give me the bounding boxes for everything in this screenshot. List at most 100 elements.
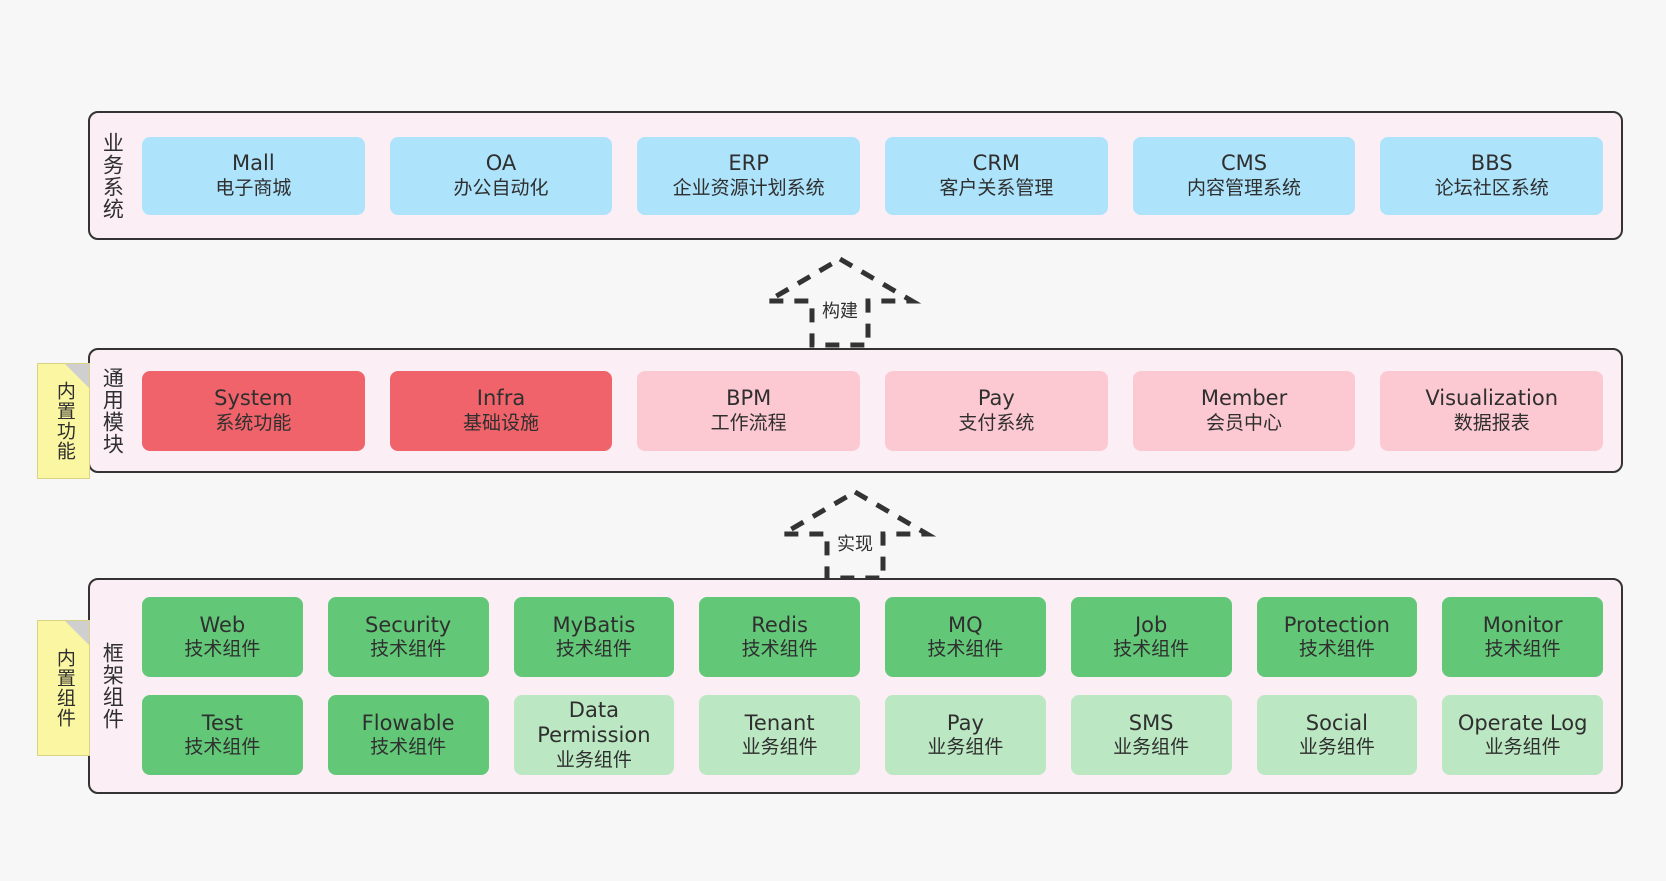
generalization-arrow-build: 构建	[758, 255, 922, 348]
node-label-cn: 系统功能	[215, 411, 292, 434]
sticky-note-builtin-function[interactable]: 内置功能	[37, 363, 90, 479]
node-label-cn: 办公自动化	[453, 176, 549, 199]
node-label-cn: 业务组件	[555, 749, 632, 772]
node-label-en: ERP	[728, 151, 769, 176]
node-row: System 系统功能 Infra 基础设施 BPM 工作流程 Pay 支付系统…	[142, 370, 1604, 451]
node-row: Web 技术组件 Security 技术组件 MyBatis 技术组件 Redi…	[142, 597, 1603, 677]
layer-body-business-systems: Mall 电子商城 OA 办公自动化 ERP 企业资源计划系统 CRM 客户关系…	[134, 113, 1621, 238]
node-row: Test 技术组件 Flowable 技术组件 Data Permission …	[142, 695, 1603, 775]
sticky-note-builtin-component[interactable]: 内置组件	[37, 620, 90, 756]
node-label-en: BBS	[1470, 151, 1513, 176]
node-label-cn: 技术组件	[184, 638, 261, 661]
node-pay-component[interactable]: Pay 业务组件	[885, 695, 1046, 775]
node-label-en: Data Permission	[537, 697, 651, 748]
layer-body-framework-components: Web 技术组件 Security 技术组件 MyBatis 技术组件 Redi…	[134, 580, 1621, 792]
node-label-cn: 技术组件	[184, 736, 261, 759]
node-label-cn: 技术组件	[741, 638, 818, 661]
node-flowable[interactable]: Flowable 技术组件	[327, 695, 489, 775]
node-row: Mall 电子商城 OA 办公自动化 ERP 企业资源计划系统 CRM 客户关系…	[142, 136, 1604, 215]
node-label-cn: 内容管理系统	[1187, 176, 1302, 199]
node-label-en: Infra	[476, 386, 526, 411]
node-member[interactable]: Member 会员中心	[1132, 370, 1356, 451]
node-label-en: Redis	[751, 612, 808, 637]
node-label-cn: 技术组件	[370, 736, 447, 759]
node-redis[interactable]: Redis 技术组件	[699, 597, 860, 677]
node-data-permission[interactable]: Data Permission 业务组件	[513, 695, 675, 775]
node-label-cn: 技术组件	[1298, 638, 1375, 661]
node-label-en: Web	[199, 612, 246, 637]
node-tenant[interactable]: Tenant 业务组件	[699, 695, 860, 775]
node-protection[interactable]: Protection 技术组件	[1256, 597, 1418, 677]
node-mall[interactable]: Mall 电子商城	[142, 136, 365, 215]
node-bbs[interactable]: BBS 论坛社区系统	[1380, 136, 1604, 215]
generalization-arrow-realize: 实现	[773, 488, 937, 581]
node-sms[interactable]: SMS 业务组件	[1070, 695, 1232, 775]
node-infra[interactable]: Infra 基础设施	[389, 370, 613, 451]
node-cms[interactable]: CMS 内容管理系统	[1132, 136, 1356, 215]
node-label-cn: 会员中心	[1206, 411, 1283, 434]
node-erp[interactable]: ERP 企业资源计划系统	[637, 136, 861, 215]
node-label-cn: 工作流程	[710, 411, 787, 434]
node-label-en: MQ	[948, 612, 983, 637]
sticky-note-label: 内置组件	[53, 648, 76, 728]
node-label-en: Protection	[1283, 612, 1390, 637]
node-label-en: CMS	[1220, 151, 1268, 176]
node-label-cn: 电子商城	[215, 176, 292, 199]
node-label-cn: 业务组件	[927, 736, 1004, 759]
node-label-cn: 技术组件	[1484, 638, 1561, 661]
node-monitor[interactable]: Monitor 技术组件	[1442, 597, 1603, 677]
node-visualization[interactable]: Visualization 数据报表	[1380, 370, 1604, 451]
node-oa[interactable]: OA 办公自动化	[389, 136, 613, 215]
node-mybatis[interactable]: MyBatis 技术组件	[513, 597, 675, 677]
node-label-en: Test	[201, 710, 244, 735]
node-label-en: Pay	[946, 710, 984, 735]
node-web[interactable]: Web 技术组件	[142, 597, 303, 677]
node-label-en: OA	[485, 151, 517, 176]
layer-body-common-modules: System 系统功能 Infra 基础设施 BPM 工作流程 Pay 支付系统…	[134, 350, 1621, 471]
node-label-cn: 数据报表	[1453, 411, 1530, 434]
node-label-cn: 技术组件	[1113, 638, 1190, 661]
node-operate-log[interactable]: Operate Log 业务组件	[1442, 695, 1603, 775]
node-label-en: Flowable	[361, 710, 455, 735]
node-label-en: Visualization	[1425, 386, 1559, 411]
node-label-cn: 客户关系管理	[939, 176, 1054, 199]
node-label-cn: 论坛社区系统	[1434, 176, 1549, 199]
node-test[interactable]: Test 技术组件	[142, 695, 303, 775]
node-label-cn: 企业资源计划系统	[672, 176, 825, 199]
node-job[interactable]: Job 技术组件	[1070, 597, 1232, 677]
layer-title-business-systems: 业务系统	[100, 131, 125, 220]
node-pay-module[interactable]: Pay 支付系统	[885, 370, 1108, 451]
node-bpm[interactable]: BPM 工作流程	[637, 370, 861, 451]
node-label-en: Member	[1200, 386, 1288, 411]
node-mq[interactable]: MQ 技术组件	[885, 597, 1046, 677]
layer-title-common-modules: 通用模块	[100, 366, 125, 455]
node-crm[interactable]: CRM 客户关系管理	[885, 136, 1108, 215]
node-label-cn: 技术组件	[927, 638, 1004, 661]
sticky-note-label: 内置功能	[53, 381, 76, 461]
node-label-cn: 业务组件	[741, 736, 818, 759]
node-label-en: Operate Log	[1457, 710, 1588, 735]
node-label-cn: 技术组件	[555, 638, 632, 661]
node-system[interactable]: System 系统功能	[142, 370, 365, 451]
node-label-cn: 业务组件	[1298, 736, 1375, 759]
node-social[interactable]: Social 业务组件	[1256, 695, 1418, 775]
node-label-en: BPM	[726, 386, 772, 411]
node-label-en: Pay	[977, 386, 1015, 411]
layer-framework-components: 框架组件 Web 技术组件 Security 技术组件 MyBatis 技术组件…	[88, 578, 1623, 794]
node-label-en: Monitor	[1482, 612, 1563, 637]
node-label-en: Job	[1134, 612, 1168, 637]
node-label-en: CRM	[972, 151, 1021, 176]
node-security[interactable]: Security 技术组件	[327, 597, 489, 677]
node-label-cn: 技术组件	[370, 638, 447, 661]
node-label-en: Tenant	[744, 710, 815, 735]
page-fold-icon	[65, 621, 89, 645]
layer-common-modules: 通用模块 System 系统功能 Infra 基础设施 BPM 工作流程 Pay…	[88, 348, 1623, 473]
layer-business-systems: 业务系统 Mall 电子商城 OA 办公自动化 ERP 企业资源计划系统 CRM…	[88, 111, 1623, 240]
node-label-cn: 支付系统	[958, 411, 1035, 434]
node-label-en: SMS	[1128, 710, 1174, 735]
node-label-en: MyBatis	[552, 612, 636, 637]
node-label-cn: 业务组件	[1113, 736, 1190, 759]
node-label-cn: 基础设施	[463, 411, 540, 434]
node-label-en: Security	[365, 612, 452, 637]
